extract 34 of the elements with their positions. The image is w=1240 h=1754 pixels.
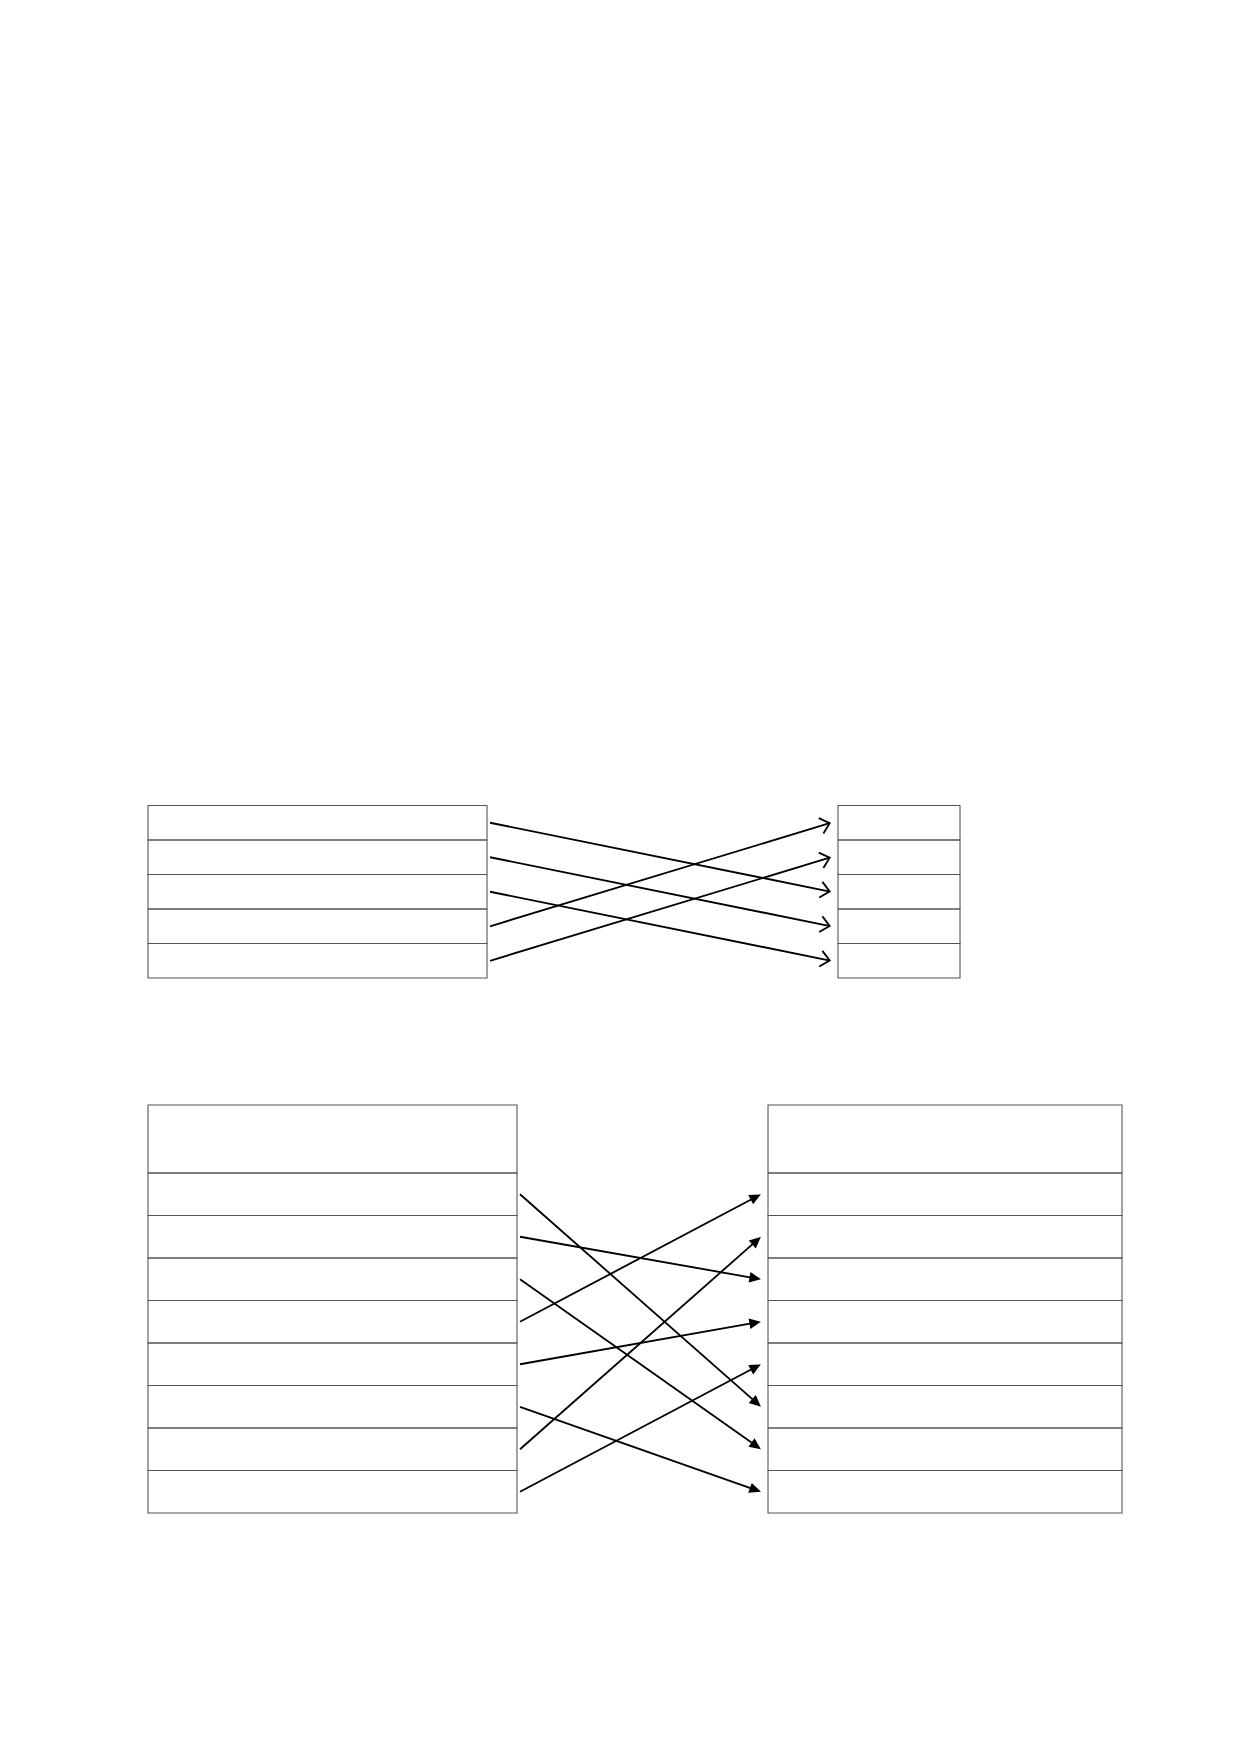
arrow: [489, 821, 831, 899]
arrow: [489, 851, 831, 962]
table-cell: [147, 1342, 518, 1387]
table-cell: [147, 1172, 518, 1217]
table-cell: [767, 1257, 1123, 1302]
table-cell: [147, 804, 488, 841]
table-cell: [147, 908, 488, 945]
table-cell: [767, 1385, 1123, 1429]
header-cell: [147, 1104, 518, 1174]
table-cell: [837, 942, 961, 979]
table-cell: [147, 839, 488, 876]
table-cell: [837, 873, 961, 910]
table-cell: [767, 1470, 1123, 1514]
table-cell: [767, 1427, 1123, 1472]
table-cell: [767, 1342, 1123, 1387]
table-cell: [147, 1385, 518, 1429]
arrow: [489, 817, 831, 928]
table-cell: [147, 1215, 518, 1259]
table-cell: [837, 804, 961, 841]
table-cell: [837, 908, 961, 945]
header-cell: [767, 1104, 1123, 1174]
table-cell: [147, 1427, 518, 1472]
arrow: [519, 1193, 761, 1407]
table-cell: [147, 1470, 518, 1514]
table-cell: [767, 1215, 1123, 1259]
table-cell: [767, 1299, 1123, 1344]
arrow: [489, 856, 831, 933]
table-cell: [147, 1257, 518, 1302]
table-cell: [767, 1172, 1123, 1217]
table-cell: [147, 1299, 518, 1344]
table-cell: [837, 839, 961, 876]
table-cell: [147, 942, 488, 979]
table-cell: [147, 873, 488, 910]
arrow: [489, 890, 831, 968]
